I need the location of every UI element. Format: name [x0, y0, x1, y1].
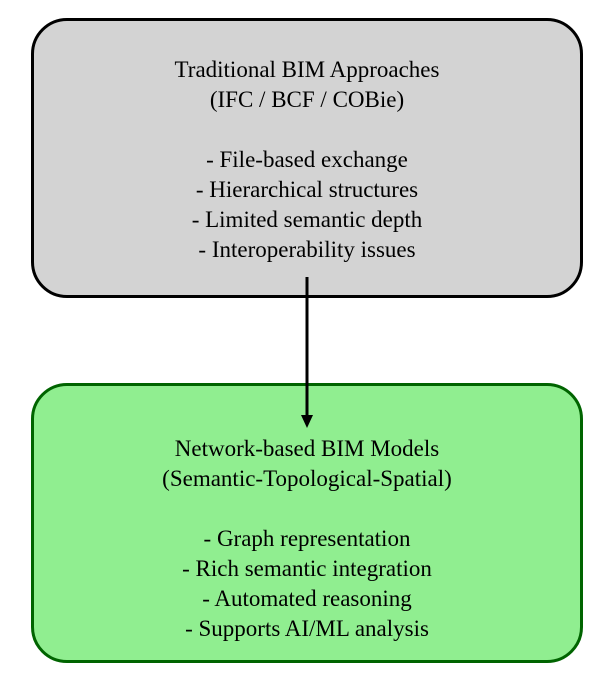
traditional-bim-bullet: - Limited semantic depth — [191, 207, 423, 232]
network-bim-box: Network-based BIM Models (Semantic-Topol… — [31, 383, 583, 663]
traditional-bim-bullet: - Hierarchical structures — [195, 177, 419, 202]
traditional-bim-bullet: - File-based exchange — [206, 147, 408, 172]
traditional-bim-bullet: - Interoperability issues — [198, 237, 416, 262]
network-bim-subtitle: (Semantic-Topological-Spatial) — [162, 466, 452, 491]
traditional-bim-box: Traditional BIM Approaches (IFC / BCF / … — [31, 18, 583, 298]
traditional-bim-title: Traditional BIM Approaches — [174, 57, 440, 82]
traditional-bim-subtitle: (IFC / BCF / COBie) — [209, 87, 405, 112]
network-bim-bullet: - Supports AI/ML analysis — [185, 616, 429, 641]
network-bim-bullet: - Graph representation — [203, 526, 411, 551]
network-bim-bullet: - Rich semantic integration — [182, 556, 432, 581]
network-bim-bullet: - Automated reasoning — [202, 586, 412, 611]
network-bim-title: Network-based BIM Models — [174, 436, 440, 461]
